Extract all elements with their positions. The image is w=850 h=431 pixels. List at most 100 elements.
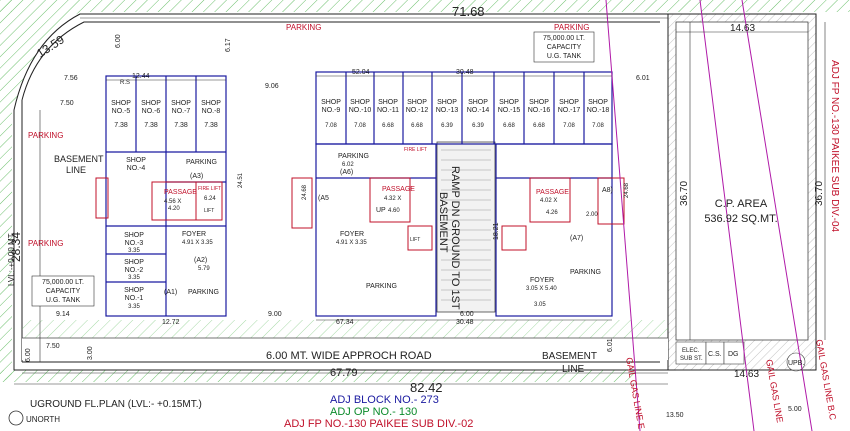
ug-tank-top: 75,000.00 LT. CAPACITY U.G. TANK <box>533 31 595 63</box>
right-shop-14: SHOP NO.-14 6.39 <box>467 99 490 129</box>
left-shop-3: SHOP NO.-3 3.35 <box>124 232 144 254</box>
approach-road <box>22 320 668 360</box>
right-foyer-r: FOYER <box>530 277 554 284</box>
right-parking-a: PARKING <box>338 153 369 160</box>
left-shop-6: SHOP NO.-6 7.38 <box>141 100 161 129</box>
label-road: 6.00 MT. WIDE APPROCH ROAD <box>266 350 432 362</box>
label-lvl-left: LVL:-+0.00 MT. <box>7 232 16 286</box>
right-shop-10: SHOP NO.-10 7.08 <box>349 99 372 129</box>
svg-text:SHOP: SHOP <box>378 99 398 106</box>
right-a6: (A6) <box>340 169 353 176</box>
label-parking-left2: PARKING <box>28 239 63 248</box>
right-parking-b: PARKING <box>366 283 397 290</box>
svg-text:7.08: 7.08 <box>563 123 575 129</box>
left-fire-lift: FIRE LIFT <box>198 186 221 192</box>
svg-text:7.38: 7.38 <box>144 122 158 129</box>
right-shop-12: SHOP NO.-12 6.68 <box>406 99 429 129</box>
dim-left-offset2: 7.50 <box>60 100 74 107</box>
right-lift: LIFT <box>410 237 420 243</box>
svg-text:NO.-14: NO.-14 <box>467 107 490 114</box>
left-shop-5: SHOP NO.-5 7.38 <box>111 100 131 129</box>
svg-text:SHOP: SHOP <box>111 100 131 107</box>
label-basement-left-2: LINE <box>66 165 86 175</box>
left-shop-4: SHOP NO.-4 <box>126 157 146 172</box>
label-north: UNORTH <box>26 415 60 424</box>
left-passage-dim: 4.56 X <box>164 199 181 205</box>
plan-title: UGROUND FL.PLAN (LVL:- +0.15MT.) <box>30 399 202 410</box>
dim-left-offset: 7.56 <box>64 75 78 82</box>
svg-text:3.35: 3.35 <box>128 275 140 281</box>
north-arrow-icon <box>8 410 24 426</box>
right-passage-r: PASSAGE <box>536 189 569 196</box>
label-adj-block: ADJ BLOCK NO.- 273 <box>330 394 439 406</box>
right-dim-2468b: 24.68 <box>624 182 630 198</box>
label-sub-st: SUB ST. <box>680 356 703 362</box>
label-cp-area-1: C.P. AREA <box>715 198 768 210</box>
right-passage-r-dim: 4.02 X <box>540 198 557 204</box>
label-ramp-2: BASEMENT <box>437 192 449 253</box>
dim-left-block-top: 12.44 <box>132 73 150 80</box>
right-shop-11: SHOP NO.-11 6.68 <box>377 99 399 129</box>
svg-text:NO.-18: NO.-18 <box>587 107 610 114</box>
svg-text:SHOP: SHOP <box>588 99 608 106</box>
left-dim-2451: 24.51 <box>238 172 244 188</box>
label-elec: ELEC. <box>682 348 700 354</box>
left-shop-8: SHOP NO.-8 7.38 <box>201 100 221 129</box>
right-parking-c: PARKING <box>570 269 601 276</box>
label-basement-right-1: BASEMENT <box>542 351 597 362</box>
label-cs: C.S. <box>708 351 722 358</box>
right-foyer: FOYER <box>340 231 364 238</box>
ramp <box>436 141 496 313</box>
svg-text:NO.-12: NO.-12 <box>406 107 429 114</box>
left-passage-dim2: 4.20 <box>168 206 180 212</box>
svg-text:NO.-8: NO.-8 <box>202 108 221 115</box>
svg-text:SHOP: SHOP <box>350 99 370 106</box>
dim-cp-top: 14.63 <box>730 23 755 34</box>
dim-misc-601: 6.01 <box>607 338 614 352</box>
right-dim-602: 6.02 <box>342 162 354 168</box>
svg-text:6.39: 6.39 <box>472 123 484 129</box>
right-shop-17: SHOP NO.-17 7.08 <box>558 99 581 129</box>
left-parking: PARKING <box>186 159 217 166</box>
svg-text:U.G. TANK: U.G. TANK <box>46 297 81 304</box>
left-a3: (A3) <box>190 173 203 180</box>
left-shop-7: SHOP NO.-7 7.38 <box>171 100 191 129</box>
left-a1: (A1) <box>164 289 177 296</box>
right-up: UP <box>376 207 386 214</box>
svg-text:SHOP: SHOP <box>124 259 144 266</box>
ug-tank-left: 75,000.00 LT. CAPACITY U.G. TANK <box>31 275 95 307</box>
left-lift: LIFT <box>204 208 214 214</box>
right-a7: (A7) <box>570 235 583 242</box>
right-a5: (A5 <box>318 195 329 202</box>
svg-text:SHOP: SHOP <box>124 232 144 239</box>
svg-text:3.35: 3.35 <box>128 304 140 310</box>
svg-text:6.39: 6.39 <box>441 123 453 129</box>
left-dim-579: 5.79 <box>198 266 210 272</box>
right-passage-dim: 4.32 X <box>384 196 401 202</box>
svg-text:CAPACITY: CAPACITY <box>547 44 582 51</box>
svg-text:NO.-7: NO.-7 <box>172 108 191 115</box>
label-dg: DG <box>728 351 739 358</box>
svg-text:NO.-13: NO.-13 <box>436 107 459 114</box>
svg-text:NO.-9: NO.-9 <box>322 107 341 114</box>
svg-text:SHOP: SHOP <box>321 99 341 106</box>
label-upb: UPB. <box>788 360 804 367</box>
label-gail-1: GAIL GAS LINE E <box>624 357 646 430</box>
dim-block-gap: 6.17 <box>225 38 232 52</box>
svg-text:NO.-10: NO.-10 <box>349 107 372 114</box>
dim-ramp-len: 18.21 <box>493 222 500 240</box>
label-basement-left-1: BASEMENT <box>54 154 104 164</box>
svg-text:NO.-11: NO.-11 <box>377 107 399 114</box>
svg-text:3.35: 3.35 <box>128 248 140 254</box>
dim-inner-1272: 12.72 <box>162 319 180 326</box>
dim-gas-offset: 13.50 <box>666 412 684 419</box>
label-adj-fp-right: ADJ FP NO.-130 PAIKEE SUB DIV.-04 <box>829 60 840 233</box>
right-shop-13: SHOP NO.-13 6.39 <box>436 99 459 129</box>
svg-text:7.08: 7.08 <box>592 123 604 129</box>
right-foyer-dim: 4.91 X 3.35 <box>336 240 367 246</box>
svg-text:SHOP: SHOP <box>529 99 549 106</box>
svg-text:75,000.00 LT.: 75,000.00 LT. <box>42 279 84 286</box>
svg-text:SHOP: SHOP <box>559 99 579 106</box>
dim-gas-offset2: 5.00 <box>788 406 802 413</box>
